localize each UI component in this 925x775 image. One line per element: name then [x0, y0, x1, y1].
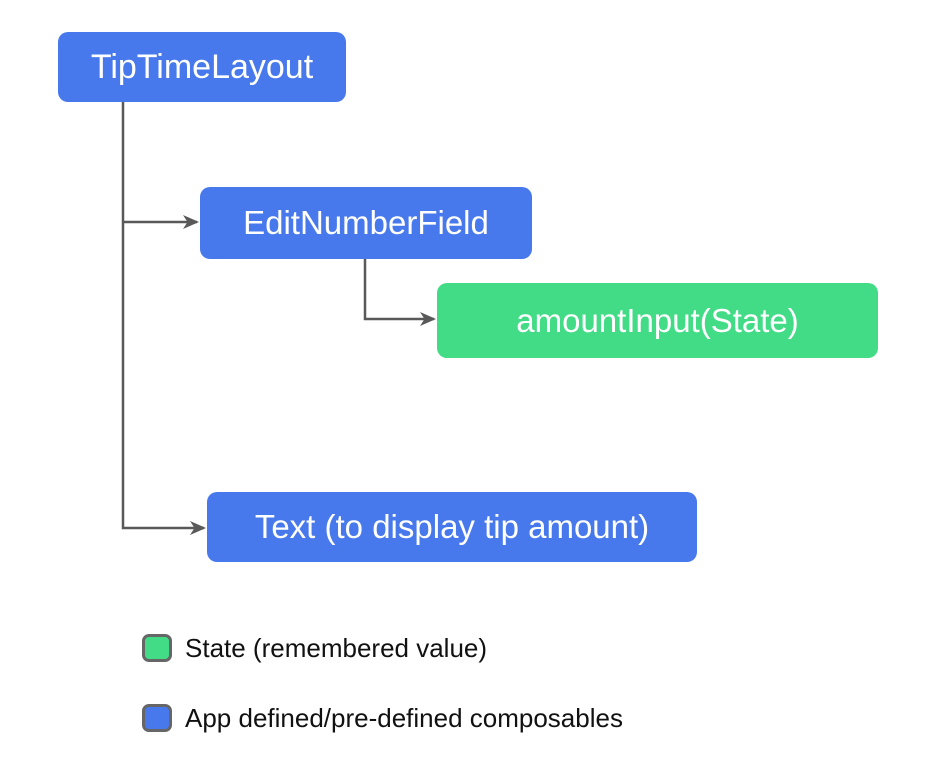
legend-item-state: State (remembered value) — [142, 633, 487, 663]
node-tip-time-layout-label: TipTimeLayout — [90, 47, 314, 86]
legend-item-state-label: State (remembered value) — [185, 632, 488, 663]
state-color-swatch — [142, 634, 172, 662]
edge-editnumberfield-amountinput — [363, 258, 436, 326]
legend-item-composables: App defined/pre-defined composables — [142, 703, 623, 733]
node-tip-time-layout: TipTimeLayout — [58, 32, 346, 102]
node-text-display-tip-label: Text (to display tip amount) — [254, 508, 650, 545]
node-edit-number-field-label: EditNumberField — [243, 204, 489, 241]
legend-item-composables-label: App defined/pre-defined composables — [185, 702, 623, 733]
edge-tiptimelayout-textdisplay — [121, 102, 206, 535]
node-text-display-tip: Text (to display tip amount) — [207, 492, 697, 562]
node-amount-input-state-label: amountInput(State) — [516, 301, 799, 339]
node-amount-input-state: amountInput(State) — [437, 283, 878, 358]
composable-color-swatch — [142, 704, 172, 732]
node-edit-number-field: EditNumberField — [200, 187, 532, 259]
